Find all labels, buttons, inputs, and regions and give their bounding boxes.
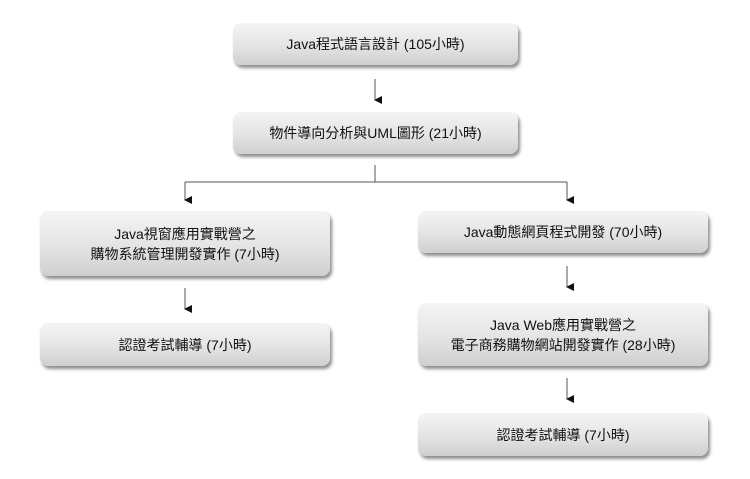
- node-java-web-app: Java Web應用實戰營之 電子商務購物網站開發實作 (28小時): [418, 303, 708, 366]
- node-label-line1: Java視窗應用實戰營之: [114, 225, 256, 242]
- node-label-line2: 購物系統管理開發實作 (7小時): [90, 245, 280, 262]
- node-label: Java程式語言設計 (105小時): [286, 36, 465, 52]
- node-ooad-uml: 物件導向分析與UML圖形 (21小時): [233, 112, 518, 154]
- node-cert-right: 認證考試輔導 (7小時): [418, 413, 708, 456]
- node-cert-left: 認證考試輔導 (7小時): [40, 323, 330, 366]
- node-label: 物件導向分析與UML圖形 (21小時): [269, 125, 482, 141]
- node-java-programming: Java程式語言設計 (105小時): [233, 23, 518, 65]
- node-java-window-app: Java視窗應用實戰營之 購物系統管理開發實作 (7小時): [40, 211, 330, 276]
- node-label: 認證考試輔導 (7小時): [118, 336, 252, 353]
- node-label: Java動態網頁程式開發 (70小時): [463, 224, 663, 240]
- node-label-line1: Java Web應用實戰營之: [490, 316, 636, 333]
- node-java-dynamic-web: Java動態網頁程式開發 (70小時): [418, 211, 708, 253]
- node-label: 認證考試輔導 (7小時): [496, 426, 630, 443]
- node-label-line2: 電子商務購物網站開發實作 (28小時): [450, 336, 676, 353]
